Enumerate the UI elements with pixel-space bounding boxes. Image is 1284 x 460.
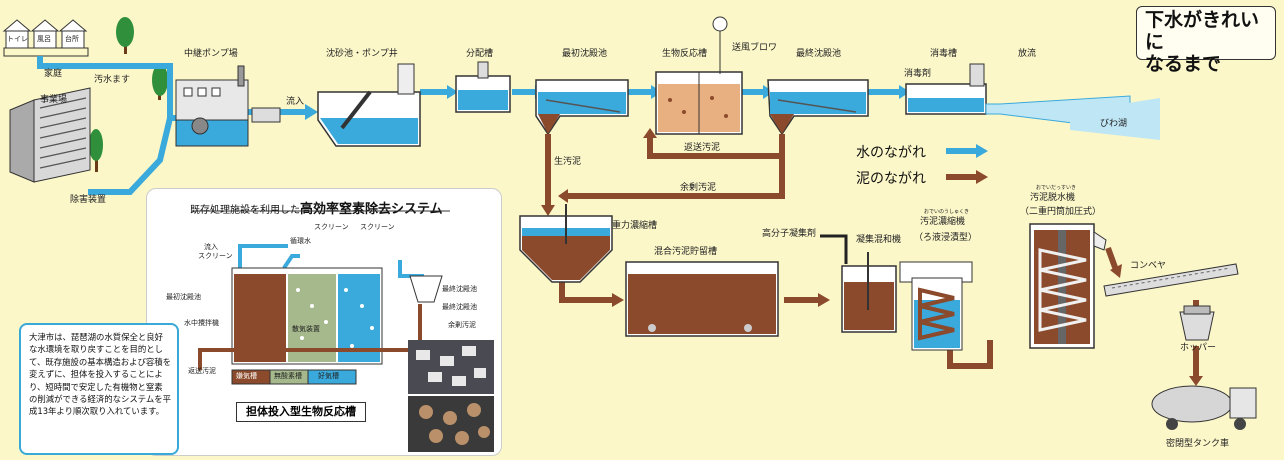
tank-truck-icon	[1151, 385, 1257, 430]
sludge-dewatering-machine	[1029, 223, 1107, 349]
label-grit-chamber: 沈砂池・ポンプ井	[326, 49, 398, 59]
inset-zone-anoxic: 無酸素槽	[274, 372, 302, 380]
media-photo-2	[408, 396, 494, 452]
label-raw-sludge: 生汚泥	[554, 157, 582, 167]
label-disinfectant: 消毒剤	[904, 69, 932, 79]
label-disinfection-tank: 消毒槽	[930, 49, 958, 59]
inset-zone-aerobic: 好気槽	[318, 372, 339, 380]
label-removal: 除害装置	[70, 195, 107, 205]
inset-label-diffuser: 散気装置	[292, 325, 320, 333]
label-discharge: 放流	[1018, 49, 1037, 59]
label-inflow: 流入	[286, 97, 305, 107]
inset-settling-tank	[409, 275, 443, 303]
conveyor	[1103, 263, 1239, 297]
label-gravity-thickener: 重力濃縮槽	[612, 221, 658, 231]
label-tank-truck: 密閉型タンク車	[1166, 439, 1230, 449]
inset-label-to-final-1: 最終沈殿池	[442, 285, 477, 293]
legend-water-label: 水のながれ	[856, 145, 926, 161]
inset-zone-anaerobic: 嫌気槽	[236, 372, 257, 380]
inset-label-mixer: 水中攪拌機	[184, 319, 219, 327]
label-polymer: 高分子凝集剤	[762, 229, 817, 239]
bioreactor-tank	[655, 16, 743, 135]
label-final-clarifier: 最終沈殿池	[796, 49, 842, 59]
factory-building-icon	[9, 87, 91, 183]
inset-label-return-sludge: 返送汚泥	[188, 367, 216, 375]
label-blower: 送風ブロワ	[732, 43, 778, 53]
inset-label-primary-effluent: 最初沈殿池	[166, 293, 201, 301]
grit-chamber	[317, 63, 421, 147]
inset-label-to-final-2: 最終沈殿池	[442, 303, 477, 311]
label-thickener-ruby: おでいのうしゅくき	[924, 209, 970, 215]
label-primary-clarifier: 最初沈殿池	[562, 49, 608, 59]
legend-water-arrow	[946, 144, 988, 158]
relay-pump-station	[175, 65, 281, 147]
primary-clarifier	[535, 79, 629, 136]
description-box: 大津市は、琵琶湖の水質保全と良好な水環境を取り戻すことを目的として、既存施設の基…	[19, 323, 179, 455]
legend-sludge-label: 泥のながれ	[856, 171, 926, 187]
label-bioreactor: 生物反応槽	[662, 49, 708, 59]
coagulation-mixer	[820, 234, 897, 333]
mixed-sludge-storage-tank	[625, 261, 779, 337]
inset-label-screen-1: スクリーン	[314, 223, 349, 231]
disinfection-tank	[905, 63, 987, 115]
label-toilet: トイレ	[7, 35, 28, 43]
label-dewatering-ruby: おでいだっすいき	[1036, 185, 1077, 191]
label-distribution: 分配槽	[466, 49, 494, 59]
label-sewer-pipe: 汚水ます	[94, 75, 131, 85]
house-icons	[2, 19, 89, 57]
inset-zone-legend	[231, 369, 357, 385]
label-bath: 風呂	[37, 35, 51, 43]
sludge-pipes	[545, 134, 1199, 380]
inset-title-main: 高効率窒素除去システム	[300, 202, 443, 217]
label-conveyor: コンベヤ	[1130, 261, 1167, 271]
label-business: 事業場	[40, 95, 68, 105]
label-dewatering-type: （二重円筒加圧式）	[1020, 207, 1102, 217]
label-thickener: 汚泥濃縮機	[920, 217, 966, 227]
inset-label-screen-2: スクリーン	[360, 223, 395, 231]
label-relay-pump: 中継ポンプ場	[184, 49, 238, 59]
label-dewatering: 汚泥脱水機	[1030, 193, 1076, 203]
legend-sludge-arrow	[946, 170, 988, 184]
sludge-flow-arrow	[541, 128, 1203, 386]
label-kitchen: 台所	[65, 35, 79, 43]
label-lake: びわ湖	[1100, 119, 1128, 129]
tree-icon	[89, 17, 168, 172]
inset-label-inflow-screen-1: 流入	[204, 243, 218, 251]
label-mixer: 凝集混和機	[856, 235, 902, 245]
page-title-line-2: なるまで	[1145, 52, 1222, 75]
label-hopper: ホッパー	[1180, 343, 1217, 353]
bioreactor-caption: 担体投入型生物反応槽	[236, 402, 366, 422]
label-return-sludge: 返送汚泥	[684, 143, 721, 153]
hopper	[1179, 305, 1215, 341]
label-thickener-type: （ろ液浸漬型）	[914, 233, 978, 243]
gravity-thickener	[519, 204, 613, 283]
label-household: 家庭	[44, 69, 63, 79]
discharge-channel	[985, 95, 1160, 140]
sludge-thickener-machine	[899, 261, 973, 351]
label-mixed-storage: 混合汚泥貯留槽	[654, 247, 718, 257]
page-title: 下水がきれいに なるまで	[1136, 6, 1276, 75]
inset-label-inflow-screen-2: スクリーン	[198, 252, 233, 260]
distribution-tank	[455, 61, 511, 113]
page-title-line-1: 下水がきれいに	[1145, 9, 1260, 53]
inset-return-pipe	[198, 304, 422, 370]
inset-label-excess-sludge: 余剰汚泥	[448, 321, 476, 329]
media-photo-1	[408, 340, 494, 394]
inset-label-circulation: 循環水	[290, 237, 311, 245]
final-clarifier	[767, 79, 869, 136]
label-excess-sludge: 余剰汚泥	[680, 183, 717, 193]
